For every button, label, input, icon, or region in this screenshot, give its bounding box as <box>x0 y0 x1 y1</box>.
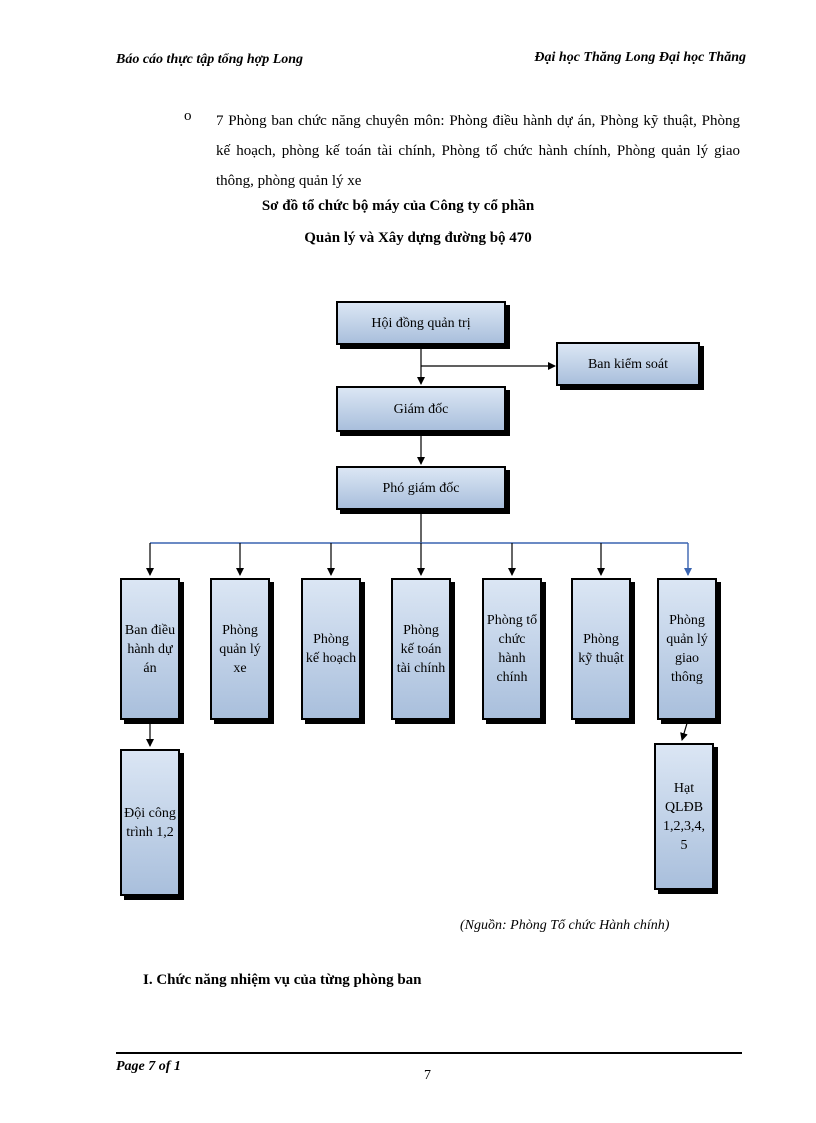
bullet-paragraph: o 7 Phòng ban chức năng chuyên môn: Phòn… <box>184 106 740 196</box>
chart-title-line2: Quản lý và Xây dựng đường bộ 470 <box>304 230 532 246</box>
box-dept-traffic: Phòng quản lý giao thông <box>657 578 717 720</box>
box-dept-planning: Phòng kế hoạch <box>301 578 361 720</box>
bullet-mark: o <box>184 108 192 124</box>
box-sub-road: Hạt QLĐB 1,2,3,4, 5 <box>654 743 714 890</box>
footer-page-number: 7 <box>424 1068 431 1083</box>
box-dept-technical: Phòng kỹ thuật <box>571 578 631 720</box>
header-left: Báo cáo thực tập tổng hợp Long <box>116 52 304 67</box>
footer-divider <box>116 1052 742 1054</box>
box-deputy: Phó giám đốc <box>336 466 506 510</box>
connector-dept7-sub2 <box>680 719 689 741</box>
bullet-text: 7 Phòng ban chức năng chuyên môn: Phòng … <box>216 113 740 189</box>
header-right: Đại học Thăng Long Đại học Thăng <box>534 50 746 65</box>
box-dept-admin: Phòng tổ chức hành chính <box>482 578 542 720</box>
footer-page-label: Page 7 of 1 <box>116 1059 181 1074</box>
box-sub-construction: Đội công trình 1,2 <box>120 749 180 896</box>
box-control: Ban kiểm soát <box>556 342 700 386</box>
box-dept-vehicle: Phòng quản lý xe <box>210 578 270 720</box>
source-note: (Nguồn: Phòng Tổ chức Hành chính) <box>460 918 670 933</box>
box-dept-project: Ban điều hành dự án <box>120 578 180 720</box>
section-heading: I. Chức năng nhiệm vụ của từng phòng ban <box>143 972 422 988</box>
box-dept-finance: Phòng kế toán tài chính <box>391 578 451 720</box>
chart-title-line1: Sơ đồ tổ chức bộ máy của Công ty cổ phần <box>261 198 535 214</box>
box-director: Giám đốc <box>336 386 506 432</box>
box-board: Hội đồng quản trị <box>336 301 506 345</box>
